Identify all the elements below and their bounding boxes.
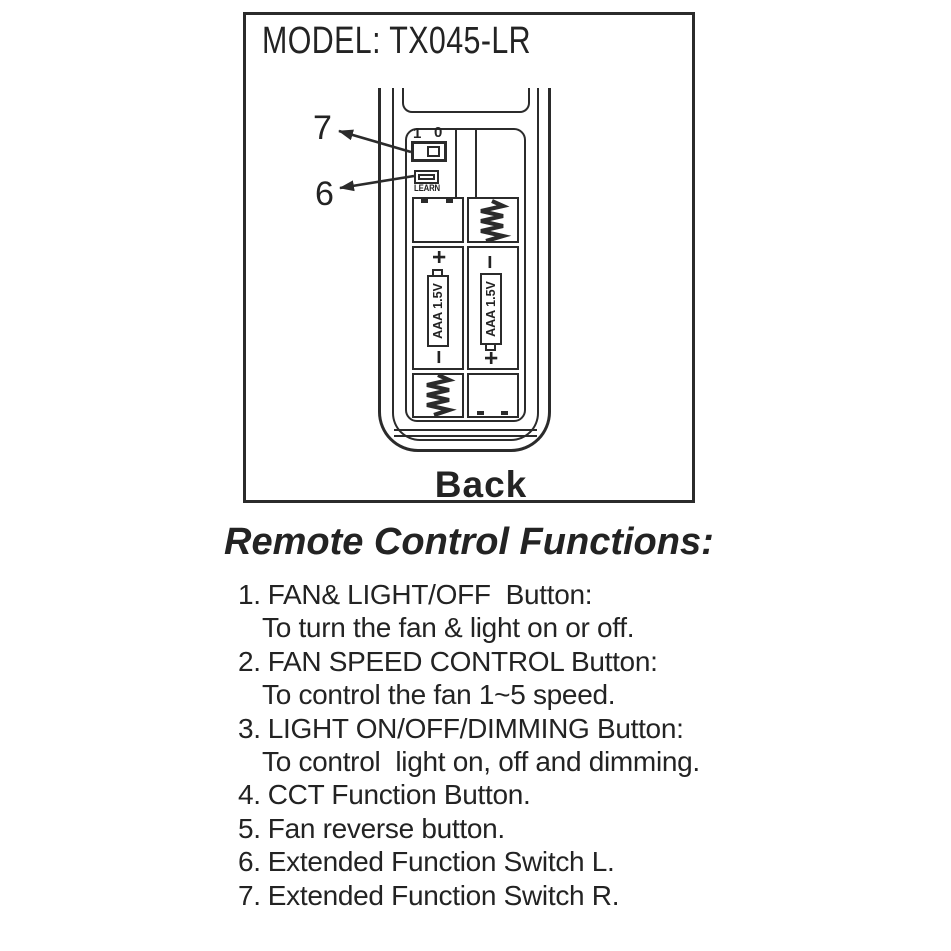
remote-top-recess <box>402 88 530 113</box>
contact-notch <box>421 199 428 203</box>
battery-right-label: AAA 1.5V <box>484 281 498 337</box>
battery-left-label: AAA 1.5V <box>431 283 445 339</box>
contact-notch <box>477 411 484 415</box>
battery-cell-top-right <box>467 197 519 243</box>
back-caption: Back <box>434 464 528 505</box>
compartment-center-rib <box>455 130 477 198</box>
list-item: 1.FAN& LIGHT/OFF Button: <box>238 578 708 611</box>
item-number: 3. <box>238 712 261 744</box>
battery-left-minus-sign: − <box>425 349 452 365</box>
battery-left-outline <box>427 275 449 347</box>
contact-notch <box>501 411 508 415</box>
item-label: LIGHT ON/OFF/DIMMING Button: <box>267 712 684 744</box>
cover-seam-line <box>394 435 537 437</box>
switch-position-0-label: 0 <box>434 124 443 141</box>
battery-left-plus-sign: + <box>425 249 452 265</box>
item-number: 2. <box>238 645 261 677</box>
remote-body-inner-line <box>392 88 539 441</box>
item-label: Extended Function Switch R. <box>267 879 620 911</box>
learn-button-inner <box>418 174 435 180</box>
battery-cell-bottom-left <box>412 373 464 418</box>
battery-left-terminal-nub <box>432 269 443 275</box>
functions-title: Remote Control Functions: <box>224 521 714 563</box>
list-item: 4.CCT Function Button. <box>238 778 708 811</box>
list-item: 6.Extended Function Switch L. <box>238 845 708 878</box>
battery-right-terminal-nub <box>485 345 496 351</box>
item-description: To control light on, off and dimming. <box>262 746 700 778</box>
battery-compartment-panel <box>405 128 526 422</box>
item-number: 6. <box>238 846 261 878</box>
slide-switch-knob <box>427 146 440 157</box>
item-label: CCT Function Button. <box>267 779 531 811</box>
item-number: 4. <box>238 779 261 811</box>
item-label: FAN SPEED CONTROL Button: <box>267 645 658 677</box>
switch-position-1-label: 1 <box>413 125 422 142</box>
callout-7: 7 <box>313 109 332 147</box>
list-item: 3.LIGHT ON/OFF/DIMMING Button: <box>238 712 708 745</box>
battery-cell-top-left <box>412 197 464 243</box>
functions-list: 1.FAN& LIGHT/OFF Button: To turn the fan… <box>238 578 708 912</box>
remote-body-outline <box>378 88 551 452</box>
contact-notch <box>446 199 453 203</box>
item-description: To turn the fan & light on or off. <box>262 612 635 644</box>
item-description: To control the fan 1~5 speed. <box>262 679 616 711</box>
battery-right-plus-sign: + <box>477 350 504 366</box>
list-item: 7.Extended Function Switch R. <box>238 879 708 912</box>
learn-button <box>414 170 439 184</box>
item-number: 7. <box>238 879 261 911</box>
item-label: Fan reverse button. <box>267 812 505 844</box>
cover-seam-line <box>394 429 537 431</box>
battery-right-minus-sign: − <box>476 254 503 270</box>
list-item: 5.Fan reverse button. <box>238 812 708 845</box>
model-label: MODEL: TX045-LR <box>262 20 532 62</box>
learn-label: LEARN <box>413 183 441 194</box>
callout-6: 6 <box>315 175 334 213</box>
list-item: 2.FAN SPEED CONTROL Button: <box>238 645 708 678</box>
battery-right-outline <box>480 273 502 345</box>
item-label: Extended Function Switch L. <box>267 846 615 878</box>
item-number: 1. <box>238 579 261 610</box>
item-number: 5. <box>238 812 261 844</box>
battery-cell-bottom-right <box>467 373 519 418</box>
item-label: FAN& LIGHT/OFF Button: <box>267 579 593 610</box>
